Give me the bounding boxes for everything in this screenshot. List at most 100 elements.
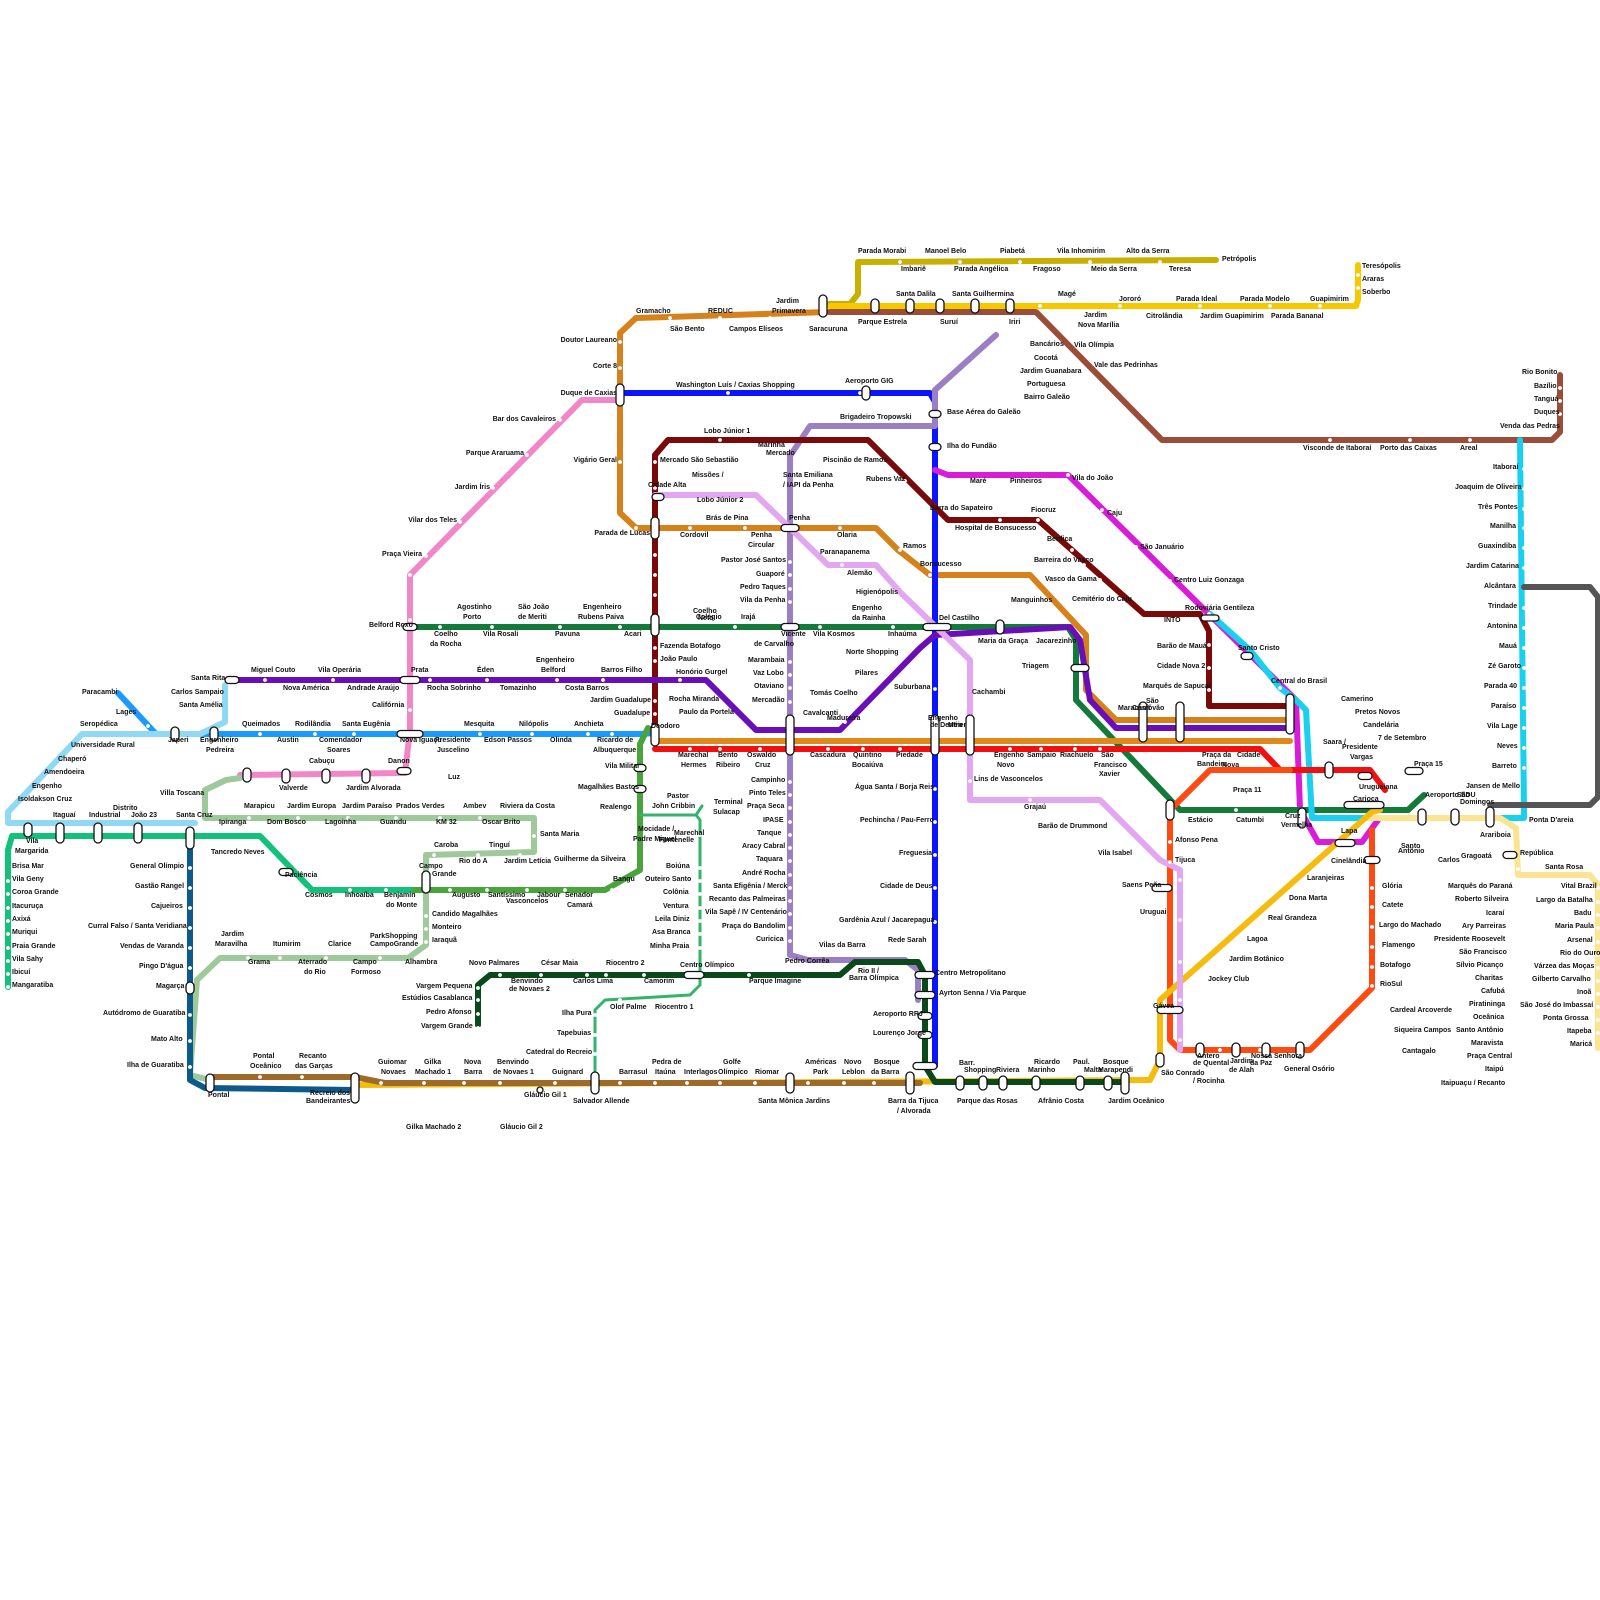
station-label: Mercado São Sebastião bbox=[660, 457, 739, 464]
station-dot bbox=[718, 709, 722, 713]
station-label: Presidente bbox=[1342, 744, 1378, 751]
station-dot bbox=[146, 724, 150, 728]
station-dot bbox=[1522, 546, 1526, 550]
station-label: Ponta D'areia bbox=[1529, 817, 1574, 824]
station-label: Saracuruna bbox=[809, 326, 848, 333]
station-label: Praça Seca bbox=[747, 803, 784, 810]
interchange-marker bbox=[917, 1030, 933, 1040]
station-label: Penha bbox=[789, 515, 810, 522]
station-dot bbox=[6, 892, 10, 896]
line-midgreen bbox=[327, 725, 651, 893]
interchange-marker bbox=[185, 826, 195, 850]
station-label: Visconde de Itaboraí bbox=[1303, 445, 1372, 452]
station-label: Park bbox=[813, 1069, 828, 1076]
station-dot bbox=[1079, 368, 1083, 372]
station-label: Recreio dos bbox=[310, 1090, 350, 1097]
station-dot bbox=[378, 956, 382, 960]
station-label: Pinheiros bbox=[1010, 478, 1042, 485]
interchange-marker bbox=[780, 523, 800, 533]
interchange-marker bbox=[998, 1075, 1008, 1091]
station-dot bbox=[525, 453, 529, 457]
station-label: Cemitério do Caju bbox=[1072, 596, 1132, 603]
station-label: Parada 40 bbox=[1484, 683, 1517, 690]
station-label: Gilka Machado 2 bbox=[406, 1124, 461, 1131]
station-label: Anchieta bbox=[574, 721, 604, 728]
station-label: Mercadão bbox=[752, 697, 785, 704]
station-label: Penha bbox=[751, 532, 772, 539]
station-label: Antero bbox=[1197, 1053, 1220, 1060]
station-dot bbox=[1596, 1005, 1600, 1009]
station-dot bbox=[408, 573, 412, 577]
station-dot bbox=[1558, 399, 1562, 403]
station-label: Alhambra bbox=[405, 959, 437, 966]
station-label: Hermes bbox=[681, 762, 707, 769]
station-dot bbox=[758, 747, 762, 751]
station-label: Carlos Sampaio bbox=[171, 689, 224, 696]
station-label: São José do Imbassaí bbox=[1520, 1002, 1594, 1009]
station-label: Pilares bbox=[855, 670, 878, 677]
station-dot bbox=[1596, 979, 1600, 983]
station-dot bbox=[610, 888, 614, 892]
station-dot bbox=[1328, 438, 1332, 442]
interchange-marker bbox=[396, 729, 424, 739]
station-label: Paul. bbox=[1073, 1059, 1090, 1066]
station-label: Saens Peña bbox=[1122, 882, 1161, 889]
station-dot bbox=[1234, 808, 1238, 812]
line-navy bbox=[187, 837, 358, 1093]
station-label: Guignard bbox=[552, 1069, 583, 1076]
station-label: Sampaio bbox=[1027, 752, 1056, 759]
station-label: Laranjeiras bbox=[1307, 875, 1344, 882]
station-label: Jardim Europa bbox=[287, 803, 336, 810]
line-mustard bbox=[826, 257, 1219, 307]
station-label: Rodilândia bbox=[295, 721, 331, 728]
station-label: Corte 8 bbox=[593, 363, 617, 370]
station-label: Barros Filho bbox=[601, 667, 642, 674]
station-label: Engenho bbox=[32, 783, 62, 790]
station-label: de Alah bbox=[1229, 1067, 1254, 1074]
station-dot bbox=[653, 699, 657, 703]
line-yellow bbox=[827, 262, 1361, 309]
station-label: Olinda bbox=[550, 737, 572, 744]
station-label: Ipiranga bbox=[219, 819, 246, 826]
interchange-marker bbox=[928, 442, 942, 452]
station-label: Neves bbox=[1497, 743, 1518, 750]
line-mint bbox=[593, 804, 704, 1088]
station-dot bbox=[485, 678, 489, 682]
station-label: São bbox=[1457, 792, 1470, 799]
station-dot bbox=[933, 886, 937, 890]
station-dot bbox=[258, 1075, 262, 1079]
station-dot bbox=[788, 926, 792, 930]
station-label: Nova bbox=[1222, 762, 1239, 769]
station-label: Real Grandeza bbox=[1268, 915, 1317, 922]
station-dot bbox=[1522, 507, 1526, 511]
station-dot bbox=[1070, 548, 1074, 552]
station-label: Uruguai bbox=[1140, 909, 1167, 916]
station-dot bbox=[1506, 1069, 1510, 1073]
station-label: Interlagos bbox=[684, 1069, 718, 1076]
station-label: Trindade bbox=[1488, 603, 1517, 610]
interchange-marker bbox=[1155, 1052, 1165, 1068]
station-dot bbox=[258, 732, 262, 736]
station-dot bbox=[718, 316, 722, 320]
station-label: Distrito bbox=[113, 805, 138, 812]
station-label: Tijuca bbox=[1175, 857, 1195, 864]
station-label: Inoã bbox=[1577, 989, 1591, 996]
station-label: Belford Roxo bbox=[369, 622, 413, 629]
station-dot bbox=[618, 998, 622, 1002]
station-label: KM 32 bbox=[436, 819, 457, 826]
station-label: Axixá bbox=[12, 916, 31, 923]
station-label: Maricá bbox=[1570, 1041, 1592, 1048]
station-label: Aeroporto GIG bbox=[845, 378, 894, 385]
station-dot bbox=[933, 920, 937, 924]
station-label: Pedro Corrêa bbox=[785, 958, 829, 965]
interchange-marker bbox=[1120, 1071, 1130, 1095]
station-label: Curral Falso / Santa Veridiana bbox=[88, 923, 187, 930]
station-label: Jardim Íris bbox=[455, 482, 491, 491]
station-label: Jardim Guanabara bbox=[1020, 368, 1082, 375]
station-label: de Novaes 1 bbox=[493, 1069, 534, 1076]
station-label: Santa Dalila bbox=[896, 291, 936, 298]
interchange-marker bbox=[1324, 761, 1334, 779]
interchange-marker bbox=[917, 1011, 933, 1021]
station-dot bbox=[384, 888, 388, 892]
station-dot bbox=[1334, 699, 1338, 703]
